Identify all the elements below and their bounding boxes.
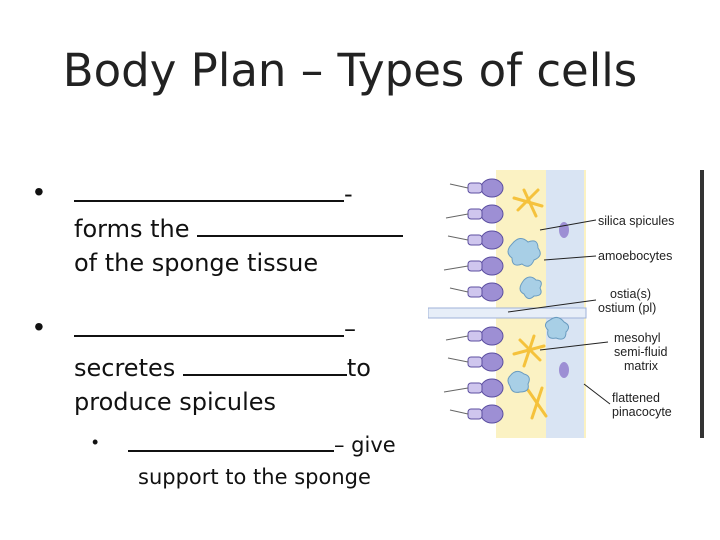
leader-spicules bbox=[539, 219, 597, 231]
bullet-2-line-1-suffix: to bbox=[346, 354, 371, 382]
blank-4 bbox=[182, 354, 347, 376]
pinacocyte-nucleus-1 bbox=[559, 222, 569, 238]
label-semi-fluid: semi-fluid bbox=[614, 345, 668, 359]
bullet-1-line-1-text: forms the bbox=[74, 215, 190, 243]
blank-3 bbox=[74, 315, 344, 337]
label-ostium: ostium (pl) bbox=[598, 301, 656, 315]
amoebocyte-2 bbox=[519, 276, 542, 300]
blank-5 bbox=[128, 432, 334, 452]
label-matrix: matrix bbox=[624, 359, 659, 373]
sponge-cell-diagram: silica spicules amoebocytes ostia(s) ost… bbox=[428, 170, 704, 438]
bullet-2-line-1-prefix: secretes bbox=[74, 354, 176, 382]
spicule-2 bbox=[512, 334, 546, 368]
bullet-2-line-2: produce spicules bbox=[74, 388, 277, 416]
blank-2 bbox=[197, 215, 404, 237]
choanocyte-7 bbox=[447, 352, 504, 372]
bullet-1-marker: • bbox=[34, 176, 44, 207]
bullet-2-lead-suffix: – bbox=[344, 315, 356, 343]
sub-bullet-suffix: – give bbox=[334, 433, 396, 457]
label-ostia: ostia(s) bbox=[610, 287, 651, 301]
leader-mesohyl bbox=[539, 341, 609, 351]
leader-pinacocyte bbox=[583, 383, 611, 405]
amoebocytes bbox=[507, 238, 570, 393]
sub-bullet-line-1: – give bbox=[128, 432, 396, 457]
leader-amoebocytes bbox=[543, 255, 597, 261]
blank-1 bbox=[74, 180, 344, 202]
bullet-2-line-1: secretes to bbox=[74, 354, 371, 382]
choanocyte-9 bbox=[449, 404, 504, 424]
label-flattened: flattened bbox=[612, 391, 660, 405]
choanocyte-1 bbox=[449, 178, 504, 198]
sub-bullet-line-2: support to the sponge bbox=[138, 465, 371, 489]
amoebocyte-3 bbox=[544, 316, 570, 340]
bullet-2-marker: • bbox=[34, 311, 44, 342]
leader-lines bbox=[507, 219, 611, 405]
label-pinacocyte: pinacocyte bbox=[612, 405, 672, 419]
spicule-1 bbox=[512, 188, 544, 218]
choanocyte-2 bbox=[445, 204, 504, 224]
sub-bullet-marker: • bbox=[92, 432, 99, 452]
choanocyte-5 bbox=[449, 282, 504, 302]
pinacocyte-nucleus-2 bbox=[559, 362, 569, 378]
amoebocyte-4 bbox=[507, 370, 530, 393]
choanocyte-3 bbox=[447, 230, 504, 250]
spicules bbox=[512, 188, 548, 420]
slide-title: Body Plan – Types of cells bbox=[62, 44, 638, 97]
amoebocyte-1 bbox=[507, 238, 541, 267]
choanocyte-4 bbox=[443, 256, 504, 276]
choanocyte-8 bbox=[443, 378, 504, 398]
leader-ostia bbox=[507, 299, 597, 313]
ostium-channel bbox=[428, 307, 587, 319]
bullet-1-line-2: of the sponge tissue bbox=[74, 249, 319, 277]
choanocyte-6 bbox=[445, 326, 504, 346]
bullet-1-line-1: forms the bbox=[74, 215, 404, 243]
choanocyte-column bbox=[443, 178, 504, 424]
spicule-3 bbox=[526, 386, 548, 420]
label-amoebocytes: amoebocytes bbox=[598, 249, 672, 263]
bullet-1-lead-suffix: - bbox=[344, 180, 353, 208]
label-silica-spicules: silica spicules bbox=[598, 214, 674, 228]
diagram-edge bbox=[700, 170, 704, 438]
label-mesohyl: mesohyl bbox=[614, 331, 661, 345]
bullet-1-lead: - bbox=[74, 180, 353, 208]
bullet-2-lead: – bbox=[74, 315, 356, 343]
